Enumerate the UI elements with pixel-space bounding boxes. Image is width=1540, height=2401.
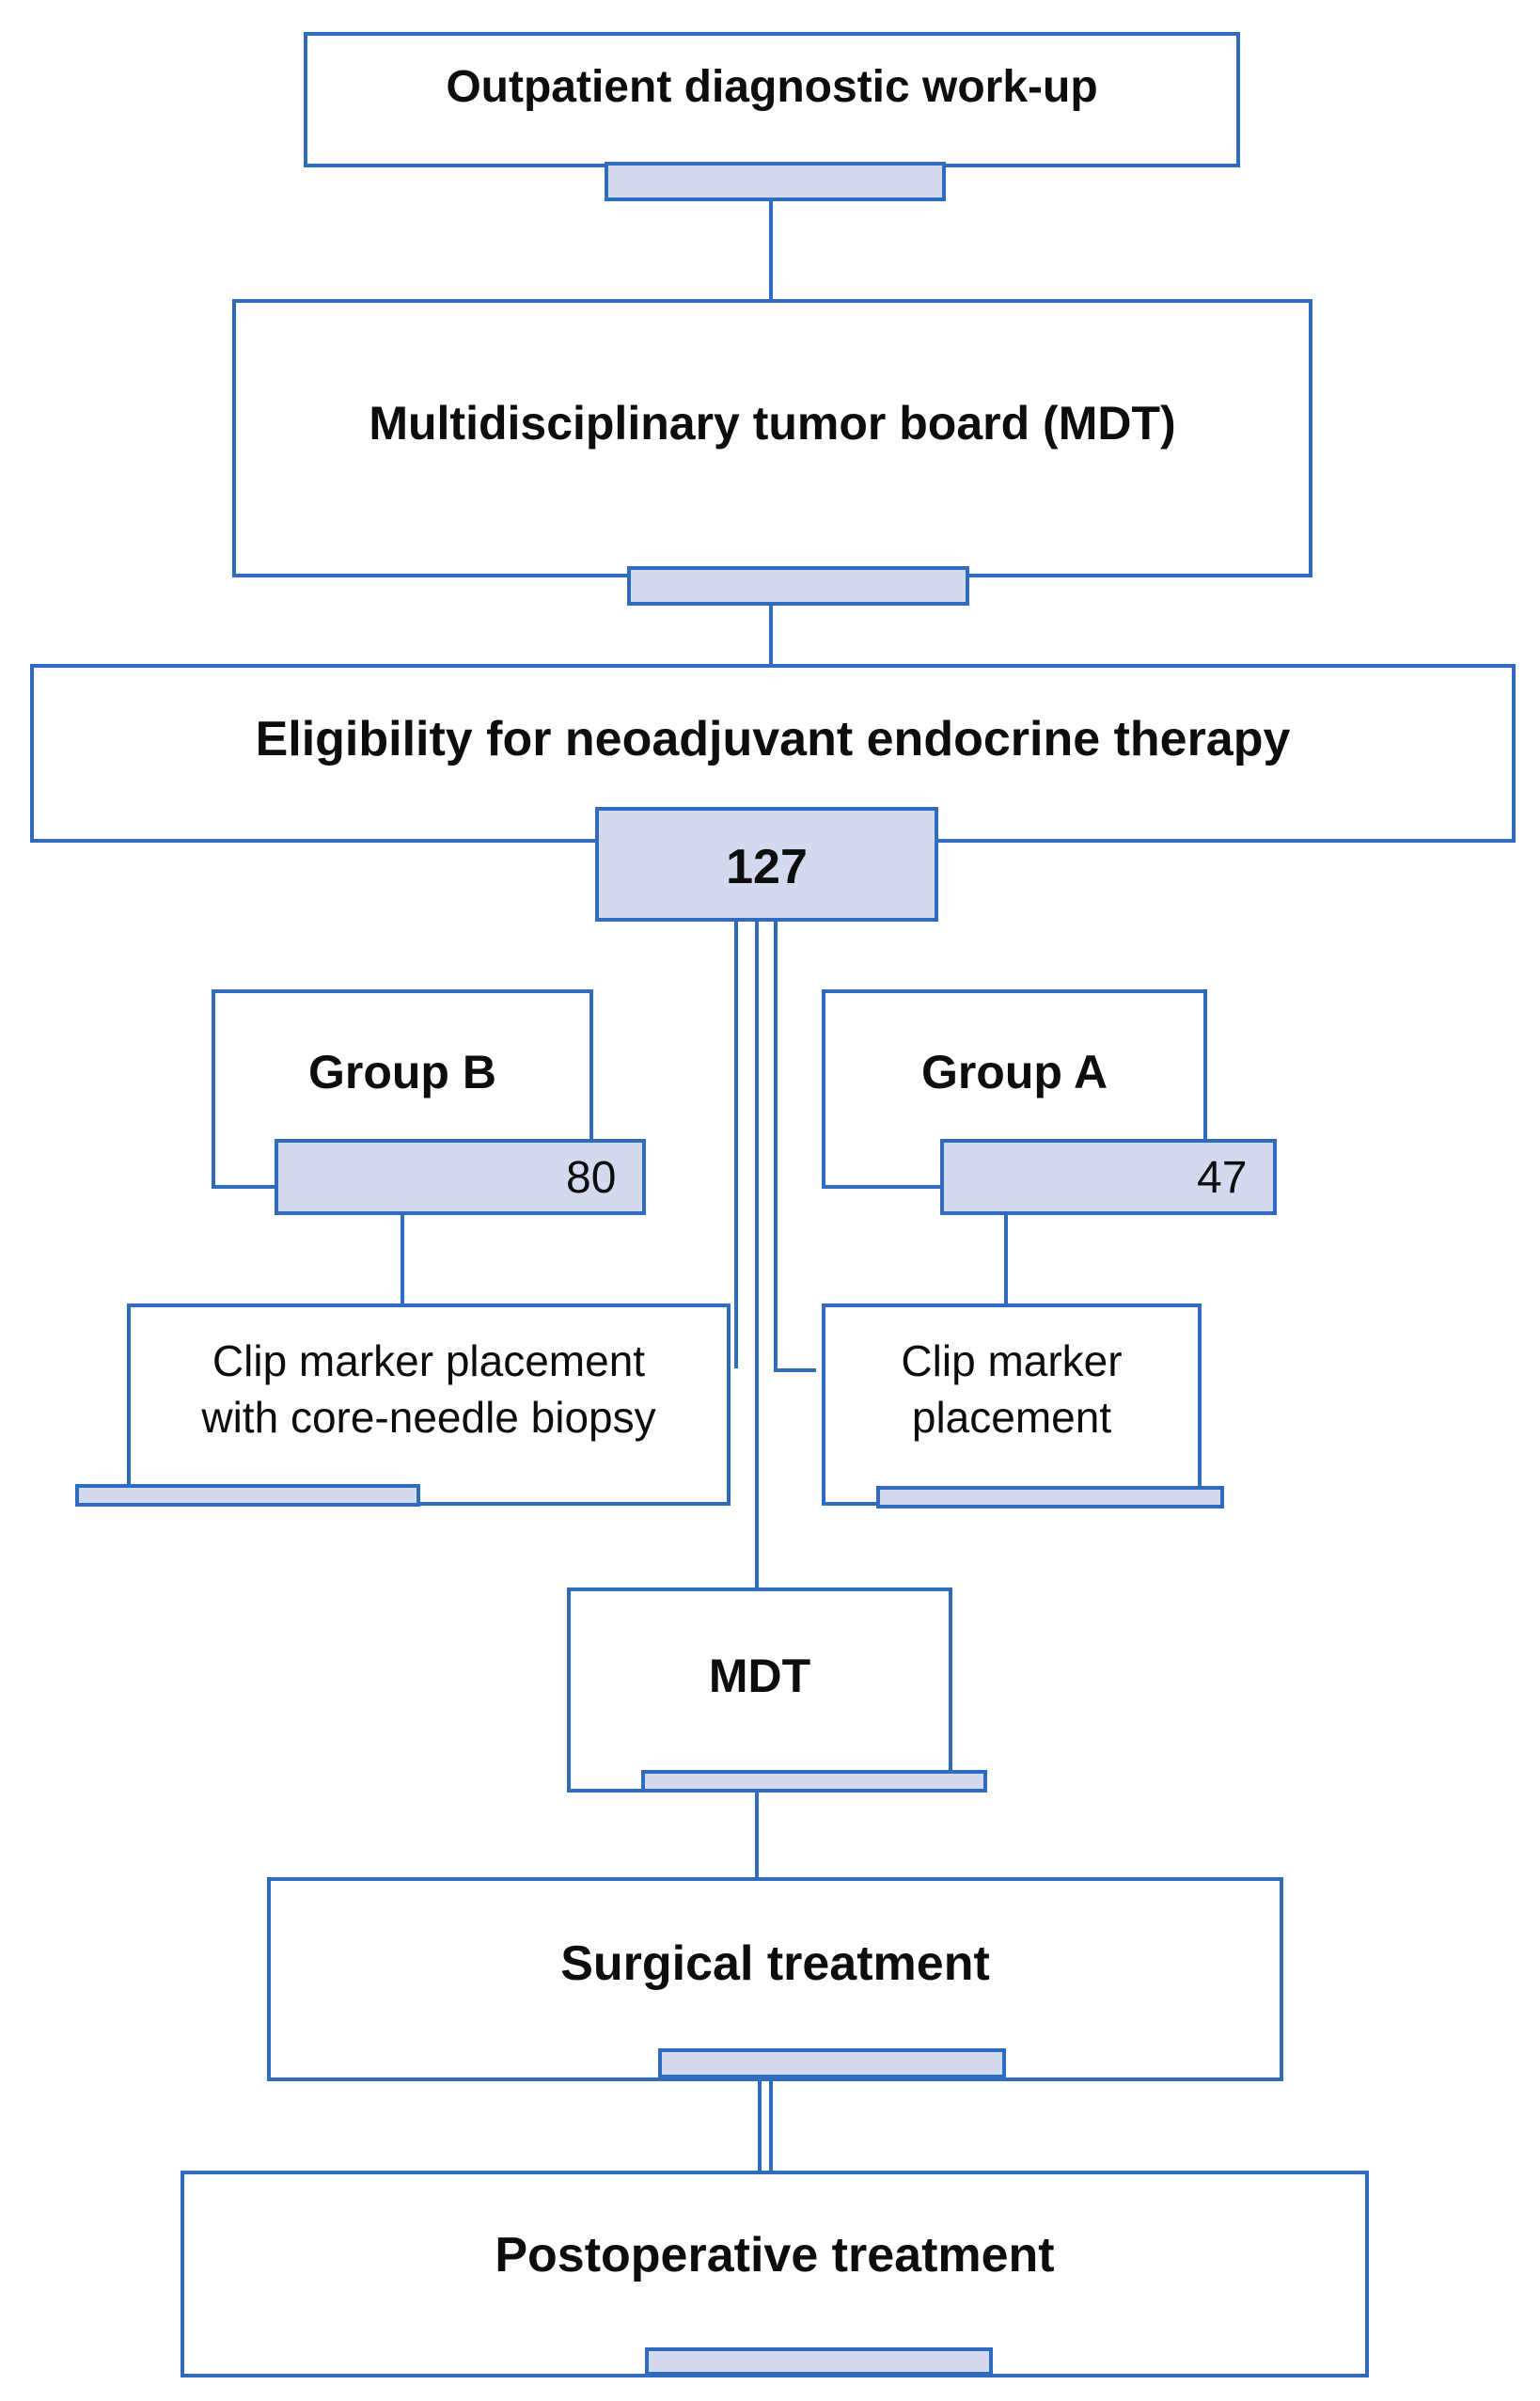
mdt-board-tab: [627, 566, 969, 606]
postoperative-box: [181, 2171, 1369, 2377]
clip-tab: [876, 1486, 1224, 1509]
surgical-label: Surgical treatment: [560, 1936, 990, 1991]
outpatient-label: Outpatient diagnostic work-up: [446, 61, 1098, 112]
clip-line-2: placement: [911, 1393, 1112, 1442]
clip-biopsy-tab: [75, 1484, 420, 1507]
outpatient-tab: [605, 162, 946, 201]
group-b-count: 80: [566, 1152, 617, 1203]
group-a-count: 47: [1197, 1152, 1248, 1203]
group-b-tab: [275, 1139, 646, 1215]
connector-total-group-a: [774, 922, 816, 1372]
mdt-box: [567, 1588, 952, 1793]
clip-box: [822, 1303, 1202, 1506]
clip-biopsy-label: Clip marker placement with core-needle b…: [127, 1328, 731, 1450]
total-tab: [595, 807, 938, 922]
group-b-label: Group B: [308, 1046, 496, 1098]
mdt-label: MDT: [708, 1650, 811, 1702]
group-a-label: Group A: [920, 1046, 1108, 1098]
surgical-box: [267, 1877, 1283, 2081]
postoperative-tab: [645, 2347, 993, 2376]
clip-biopsy-line-2: with core-needle biopsy: [201, 1393, 656, 1442]
total-count: 127: [726, 840, 808, 894]
mdt-board-label: Multidisciplinary tumor board (MDT): [369, 397, 1176, 450]
postoperative-label: Postoperative treatment: [495, 2228, 1055, 2283]
clip-biopsy-box: [127, 1303, 731, 1506]
group-a-tab: [940, 1139, 1277, 1215]
surgical-tab: [658, 2048, 1006, 2078]
clip-biopsy-line-1: Clip marker placement: [212, 1336, 646, 1385]
clip-line-1: Clip marker: [901, 1336, 1123, 1385]
clip-label: Clip marker placement: [822, 1328, 1202, 1450]
mdt-tab: [641, 1770, 987, 1793]
eligibility-label: Eligibility for neoadjuvant endocrine th…: [255, 712, 1291, 766]
